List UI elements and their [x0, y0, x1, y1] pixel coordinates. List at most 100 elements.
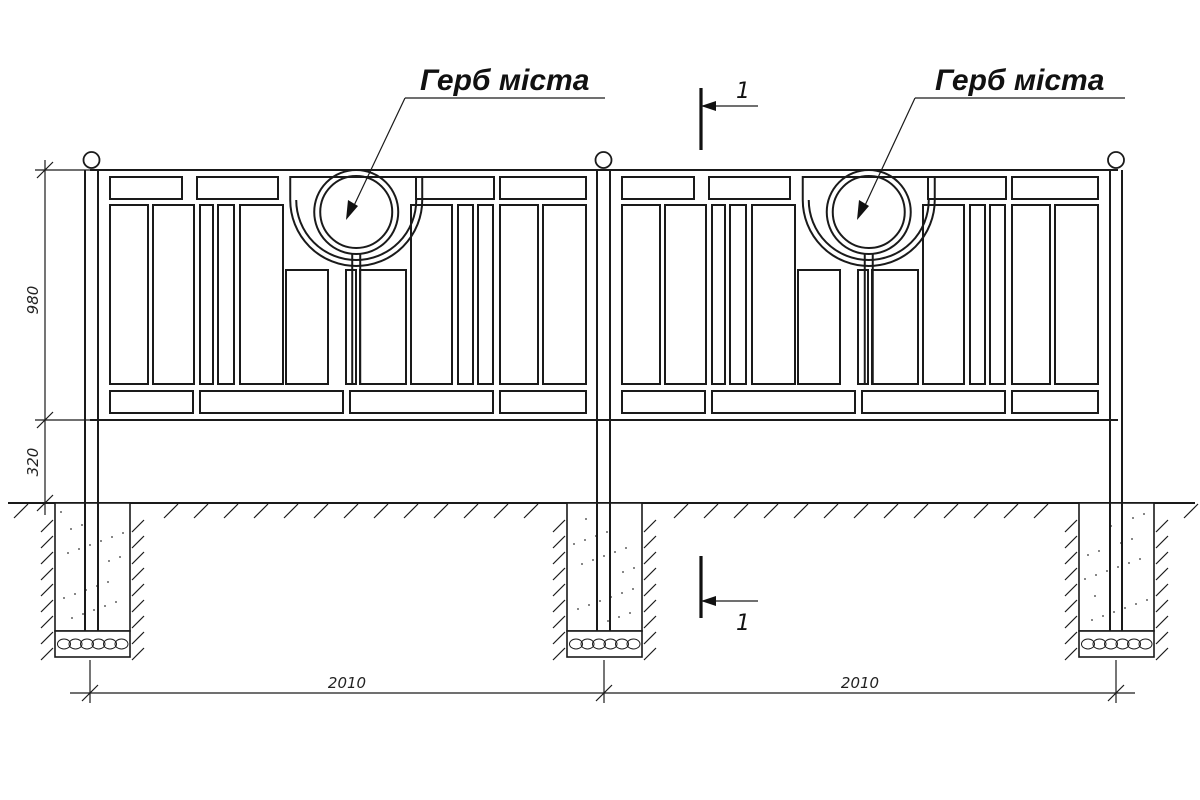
picket-cell — [109, 204, 149, 385]
coat-of-arms-callout-right: Герб міста — [857, 64, 1125, 220]
picket-cell — [1054, 204, 1099, 385]
picket-cell — [1011, 204, 1051, 385]
ground-hatch-stroke — [193, 503, 209, 519]
picket-cell — [729, 204, 747, 385]
arch-frame — [801, 176, 936, 267]
concrete-speckle — [629, 612, 631, 614]
concrete-speckle — [89, 544, 91, 546]
fence-panel — [602, 169, 1118, 421]
top-frame-cell — [415, 176, 495, 200]
concrete-speckle — [1132, 517, 1134, 519]
bottom-frame-cell — [1011, 390, 1099, 414]
concrete-speckle — [599, 600, 601, 602]
ground-hatch-stroke — [463, 503, 479, 519]
ground-hatch-stroke — [1033, 503, 1049, 519]
gravel-stone — [1115, 638, 1130, 650]
ground-hatch-stroke — [703, 503, 719, 519]
concrete-speckle — [1135, 603, 1137, 605]
concrete-speckle — [104, 605, 106, 607]
ground-hatch-stroke — [763, 503, 779, 519]
gravel-stone — [91, 638, 106, 650]
trench-hatch — [1155, 567, 1169, 581]
trench-hatch — [40, 583, 54, 597]
trench-hatch — [552, 599, 566, 613]
dimension-span-left: 2010 — [328, 674, 366, 692]
concrete-speckle — [1084, 578, 1086, 580]
concrete-speckle — [1095, 574, 1097, 576]
concrete-speckle — [1113, 611, 1115, 613]
concrete-speckle — [119, 556, 121, 558]
top-frame-cell — [499, 176, 587, 200]
trench-hatch — [131, 647, 145, 661]
concrete-speckle — [585, 518, 587, 520]
gravel-stone — [603, 638, 618, 650]
ground-hatch-stroke — [853, 503, 869, 519]
trench-hatch — [40, 519, 54, 533]
gravel-stone — [580, 638, 595, 650]
trench-hatch — [552, 583, 566, 597]
trench-hatch — [131, 599, 145, 613]
concrete-speckle — [592, 559, 594, 561]
trench-hatch — [1155, 535, 1169, 549]
trench-hatch — [643, 551, 657, 565]
picket-cell — [989, 204, 1006, 385]
bottom-frame-cell — [711, 390, 856, 414]
picket-cell — [199, 204, 214, 385]
ground-hatch-stroke — [883, 503, 899, 519]
foundation — [552, 502, 657, 661]
concrete-speckle — [1087, 554, 1089, 556]
arch-inner — [295, 199, 418, 261]
dimension-clearance-height: 320 — [24, 448, 42, 477]
trench-hatch — [643, 567, 657, 581]
top-frame-cell — [196, 176, 279, 200]
trench-hatch — [1155, 599, 1169, 613]
concrete-speckle — [67, 552, 69, 554]
concrete-speckle — [63, 597, 65, 599]
section-mark-bottom-label: 1 — [736, 611, 750, 636]
picket-cell — [969, 204, 986, 385]
concrete-speckle — [108, 560, 110, 562]
concrete-speckle — [1131, 538, 1133, 540]
ground-hatch-stroke — [283, 503, 299, 519]
trench-hatch — [131, 583, 145, 597]
gravel-stone — [68, 638, 83, 650]
post-cap — [594, 151, 613, 169]
concrete-speckle — [122, 532, 124, 534]
ground-hatch-stroke — [673, 503, 689, 519]
foundation — [1064, 502, 1169, 661]
gravel-stone — [103, 638, 117, 650]
section-mark-bottom: 1 — [699, 556, 758, 636]
concrete-speckle — [1128, 562, 1130, 564]
bottom-frame-cell — [499, 390, 587, 414]
picket-cell — [751, 204, 796, 385]
gravel-stone — [1138, 638, 1153, 650]
concrete-speckle — [111, 536, 113, 538]
concrete-speckle — [107, 581, 109, 583]
trench-hatch — [552, 535, 566, 549]
trench-hatch — [131, 567, 145, 581]
gravel-stone — [615, 638, 629, 650]
trench-hatch — [40, 535, 54, 549]
picket-cell — [152, 204, 195, 385]
concrete-speckle — [70, 528, 72, 530]
concrete-speckle — [633, 567, 635, 569]
coat-of-arms-ring-inner — [831, 175, 906, 249]
gravel-stone — [626, 638, 641, 650]
picket-cell — [285, 269, 329, 385]
dimension-span-right: 2010 — [841, 674, 879, 692]
fence-panel — [90, 169, 605, 421]
ground-hatch-stroke — [313, 503, 329, 519]
picket-cell — [217, 204, 235, 385]
picket-cell — [477, 204, 494, 385]
gravel-stone — [569, 638, 583, 650]
concrete-speckle — [581, 563, 583, 565]
trench-hatch — [1155, 519, 1169, 533]
trench-hatch — [1155, 583, 1169, 597]
trench-hatch — [1064, 551, 1078, 565]
fence-post — [1107, 151, 1125, 631]
picket-cell — [410, 204, 453, 385]
concrete-speckle — [1094, 595, 1096, 597]
concrete-speckle — [93, 609, 95, 611]
trench-hatch — [1155, 615, 1169, 629]
